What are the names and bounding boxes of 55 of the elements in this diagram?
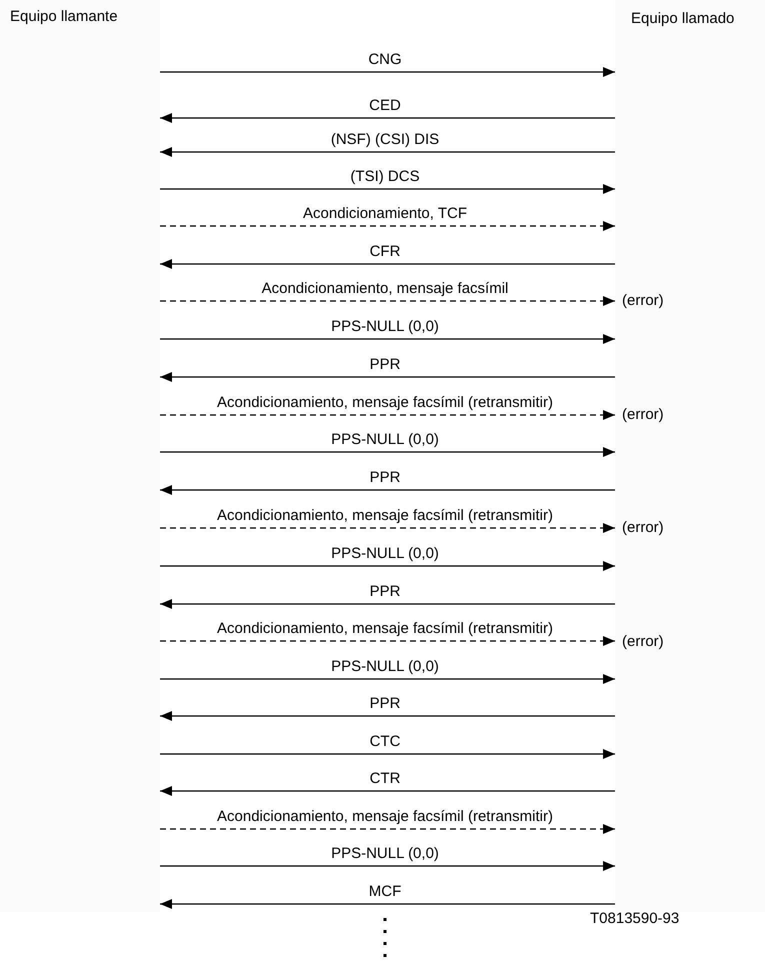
- message-arrow: [160, 147, 615, 157]
- edge-label: (TSI) DCS: [350, 168, 420, 185]
- message-arrow: [160, 824, 615, 834]
- participant-lane: [0, 0, 160, 912]
- edge-label: CFR: [370, 243, 400, 260]
- message-arrow: [160, 561, 615, 571]
- error-note: (error): [622, 292, 664, 309]
- edge-label: Acondicionamiento, mensaje facsímil (retransmitir): [217, 394, 553, 411]
- error-note: (error): [622, 633, 664, 650]
- message-arrow: [160, 221, 615, 231]
- message-arrow: [160, 410, 615, 420]
- message-arrow: [160, 861, 615, 871]
- message-arrow: [160, 447, 615, 457]
- edge-label: PPR: [370, 695, 400, 712]
- party-label: Equipo llamado: [631, 10, 734, 27]
- figure-code: T0813590-93: [590, 910, 680, 927]
- message-arrow: [160, 786, 615, 796]
- error-note: (error): [622, 406, 664, 423]
- edge-label: PPR: [370, 469, 400, 486]
- edge-label: MCF: [368, 883, 402, 900]
- edge-label: Acondicionamiento, mensaje facsímil (retransmitir): [217, 620, 553, 637]
- message-arrow: [160, 296, 615, 306]
- edge-label: CED: [369, 97, 401, 114]
- message-arrow: [160, 674, 615, 684]
- message-arrow: [160, 899, 615, 909]
- message-arrow: [160, 711, 615, 721]
- edge-label: CTR: [370, 770, 400, 787]
- edge-label: PPS-NULL (0,0): [331, 318, 439, 335]
- edge-label: PPS-NULL (0,0): [331, 845, 439, 862]
- message-arrow: [160, 636, 615, 646]
- message-arrow: [160, 259, 615, 269]
- message-arrow: [160, 372, 615, 382]
- message-arrow: [160, 599, 615, 609]
- error-note: (error): [622, 519, 664, 536]
- edge-label: PPR: [370, 583, 400, 600]
- edge-label: (NSF) (CSI) DIS: [330, 131, 440, 148]
- edge-label: Acondicionamiento, mensaje facsímil: [262, 280, 508, 297]
- edge-label: PPS-NULL (0,0): [331, 431, 439, 448]
- edge-label: PPR: [370, 356, 400, 373]
- edge-label: Acondicionamiento, mensaje facsímil (retransmitir): [217, 808, 553, 825]
- party-label: Equipo llamante: [10, 8, 118, 25]
- message-arrow: [160, 184, 615, 194]
- edge-label: Acondicionamiento, TCF: [303, 205, 467, 222]
- edge-label: CNG: [368, 51, 402, 68]
- message-arrow: [160, 523, 615, 533]
- participant-lane: [615, 0, 765, 912]
- message-arrow: [160, 113, 615, 123]
- message-arrow: [160, 485, 615, 495]
- message-arrow: [160, 334, 615, 344]
- edge-label: PPS-NULL (0,0): [331, 658, 439, 675]
- edge-label: PPS-NULL (0,0): [331, 545, 439, 562]
- message-arrow: [160, 67, 615, 77]
- edge-label: Acondicionamiento, mensaje facsímil (retransmitir): [217, 507, 553, 524]
- edge-label: CTC: [370, 733, 400, 750]
- message-arrow: [160, 749, 615, 759]
